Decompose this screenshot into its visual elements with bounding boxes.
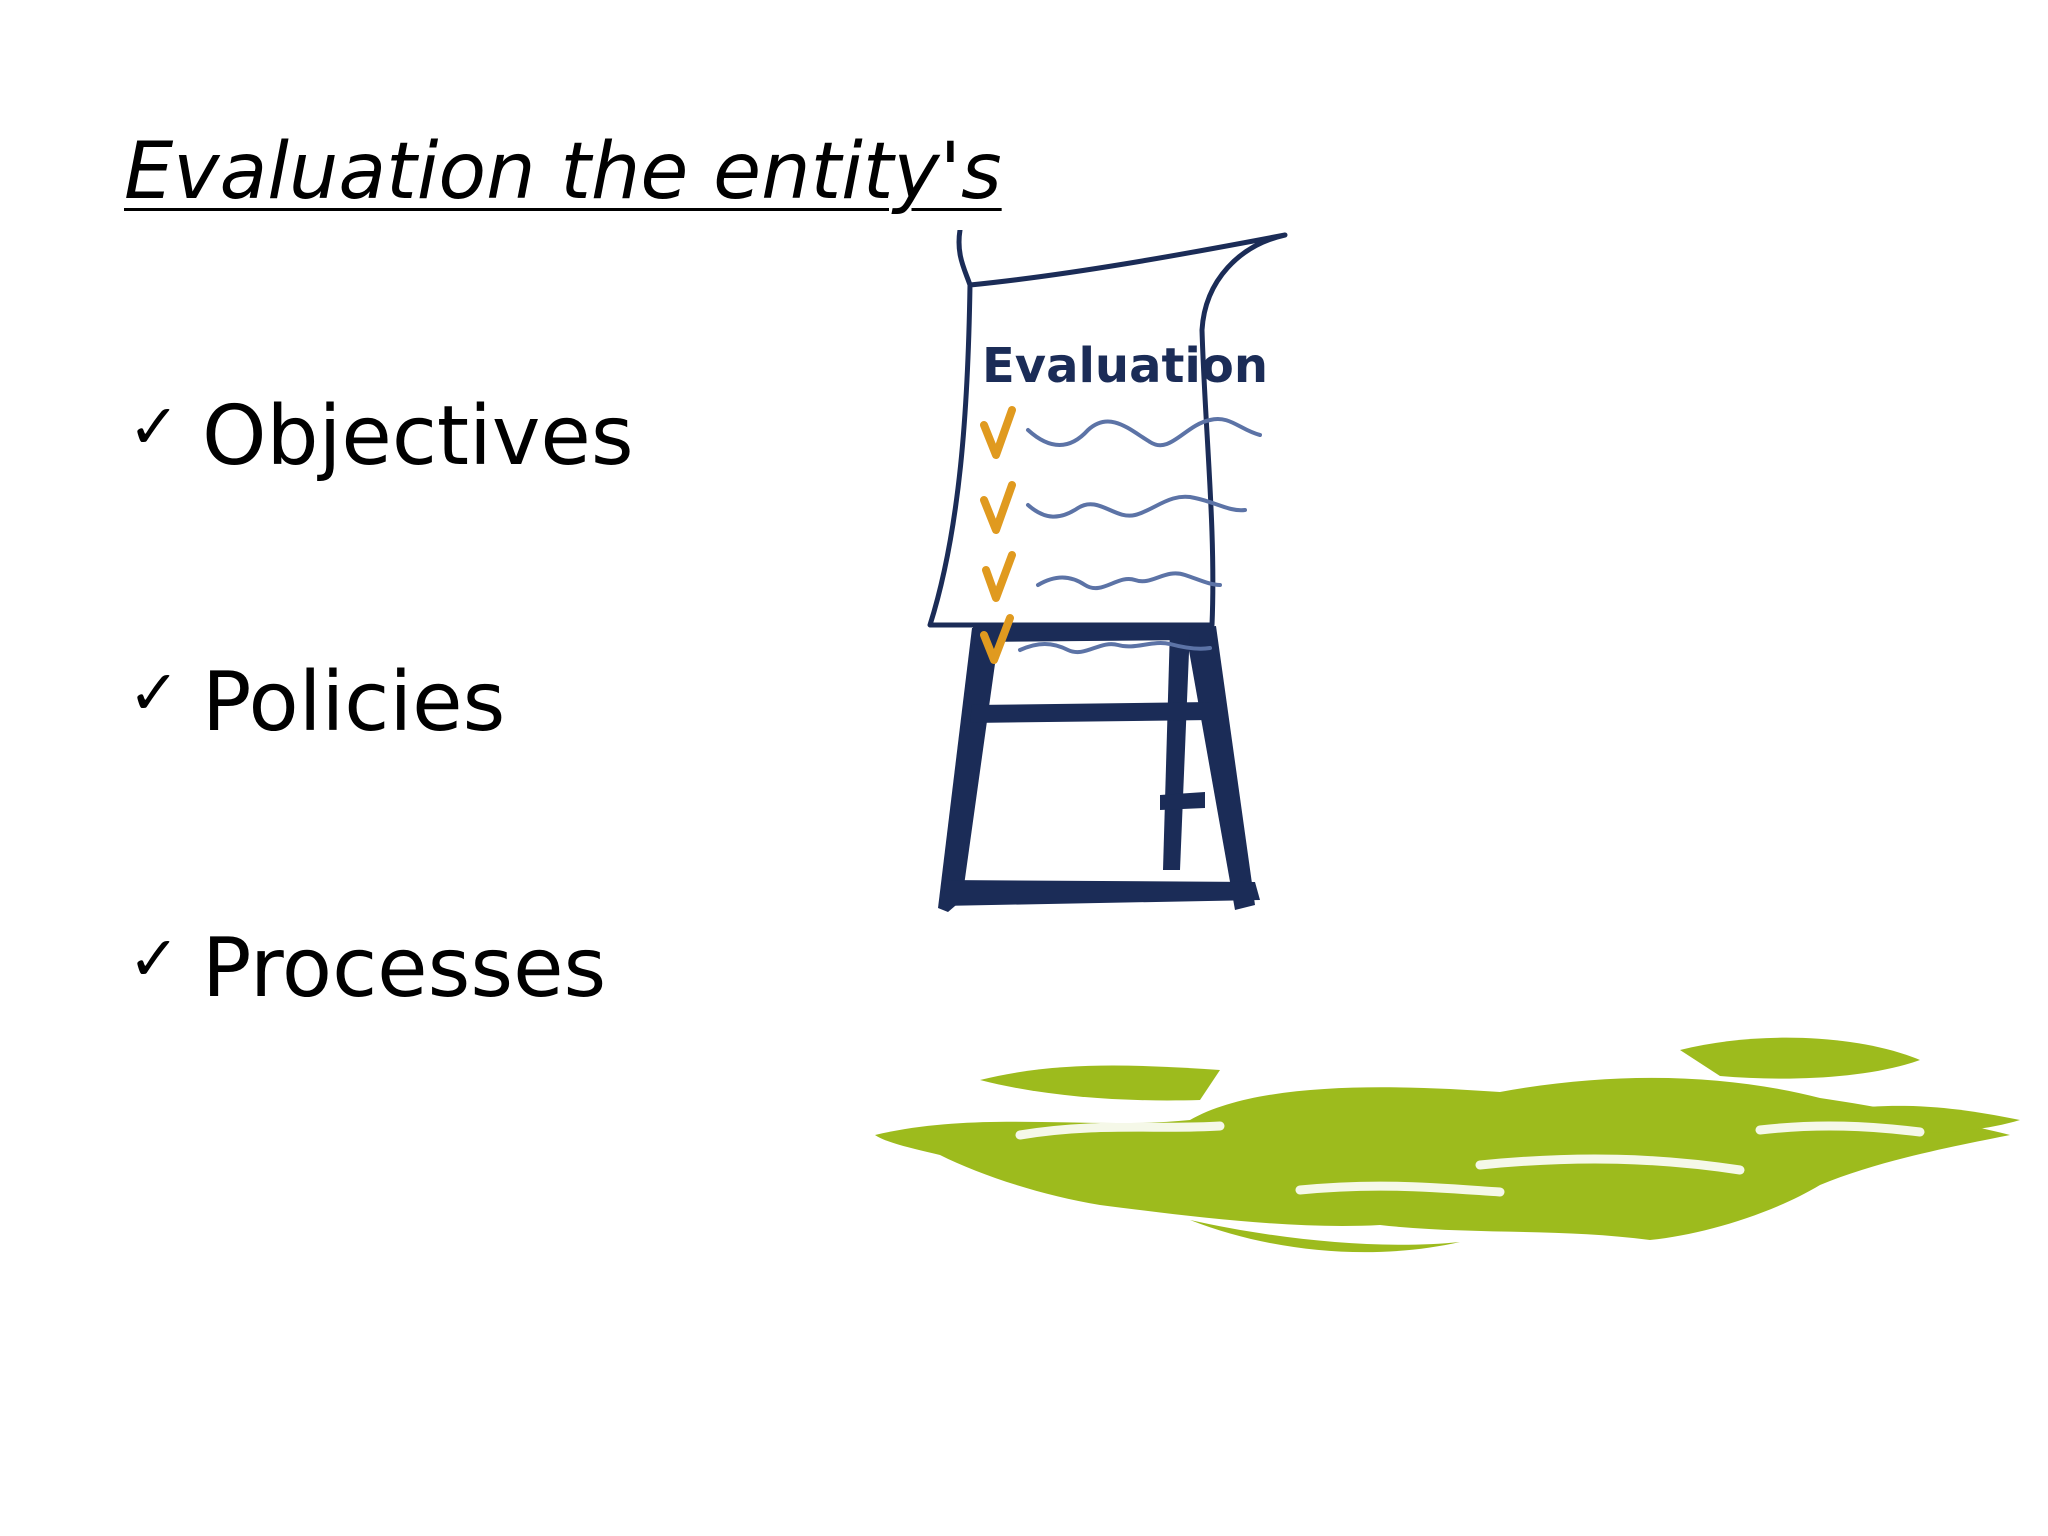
grass-patch bbox=[875, 1037, 2020, 1253]
bullet-label: Policies bbox=[202, 655, 506, 750]
board-heading: Evaluation bbox=[982, 338, 1268, 394]
checkmark-icon: ✓ bbox=[128, 390, 180, 463]
bullet-item-objectives: ✓ Objectives bbox=[128, 389, 634, 656]
easel-frame bbox=[938, 625, 1260, 912]
bullet-list: ✓ Objectives ✓ Policies ✓ Processes bbox=[128, 389, 634, 1188]
checklist bbox=[980, 406, 1262, 664]
scribble-line bbox=[1026, 417, 1262, 448]
scribble-line bbox=[1026, 494, 1247, 519]
checklist-row bbox=[980, 481, 1247, 534]
checklist-row bbox=[980, 614, 1212, 664]
checklist-row bbox=[980, 406, 1262, 459]
grass-highlights bbox=[1015, 1121, 1925, 1197]
checklist-row bbox=[982, 551, 1222, 602]
checkmark-icon bbox=[980, 406, 1016, 459]
bullet-label: Processes bbox=[202, 921, 607, 1016]
evaluation-easel-illustration: Evaluation bbox=[875, 230, 2020, 1253]
bullet-label: Objectives bbox=[202, 389, 634, 484]
bullet-item-processes: ✓ Processes bbox=[128, 921, 634, 1188]
checkmark-icon: ✓ bbox=[128, 656, 180, 729]
slide-title: Evaluation the entity's bbox=[124, 127, 1002, 217]
checkmark-icon: ✓ bbox=[128, 922, 180, 995]
scribble-line bbox=[1018, 641, 1212, 654]
bullet-item-policies: ✓ Policies bbox=[128, 655, 634, 922]
checkmark-icon bbox=[980, 481, 1016, 534]
checkmark-icon bbox=[982, 551, 1016, 602]
paper-sheet bbox=[927, 230, 1288, 628]
scribble-line bbox=[1036, 571, 1222, 591]
checkmark-icon bbox=[980, 614, 1014, 664]
